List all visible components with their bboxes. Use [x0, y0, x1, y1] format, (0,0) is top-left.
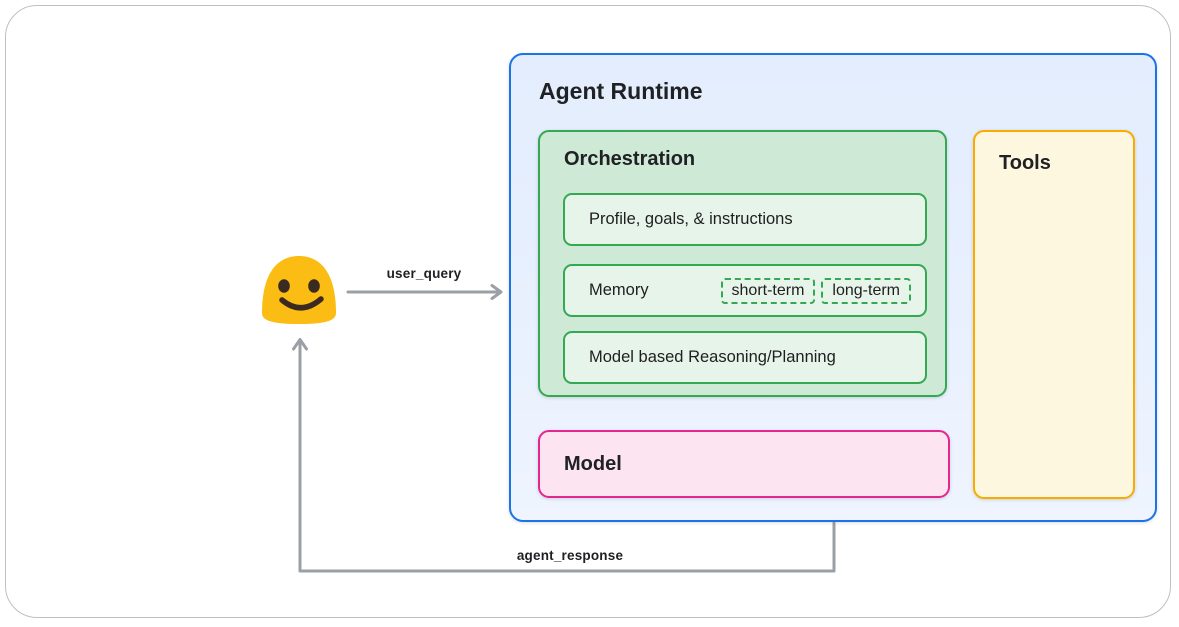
model-title: Model: [564, 452, 622, 475]
user-query-label: user_query: [386, 266, 462, 281]
reasoning-planning-box: Model based Reasoning/Planning: [563, 331, 927, 384]
orchestration-panel: Orchestration Profile, goals, & instruct…: [538, 130, 947, 397]
user-smiley-icon: [262, 256, 336, 324]
memory-label: Memory: [589, 281, 649, 299]
long-term-memory-chip: long-term: [821, 277, 911, 304]
reasoning-planning-label: Model based Reasoning/Planning: [589, 348, 836, 366]
tools-panel: Tools: [973, 130, 1135, 499]
agent-response-label: agent_response: [516, 548, 624, 563]
tools-title: Tools: [999, 152, 1051, 174]
profile-goals-instructions-box: Profile, goals, & instructions: [563, 193, 927, 246]
agent-runtime-panel: Agent Runtime Orchestration Profile, goa…: [509, 53, 1157, 522]
short-term-memory-chip: short-term: [720, 277, 816, 304]
agent-runtime-title: Agent Runtime: [539, 78, 703, 104]
memory-box: Memory short-term long-term: [563, 264, 927, 317]
orchestration-title: Orchestration: [564, 148, 696, 170]
memory-chip-row: short-term long-term: [720, 277, 911, 304]
model-panel: Model: [538, 430, 950, 498]
smiley-mouth: [279, 296, 324, 311]
smiley-body: [262, 256, 336, 324]
profile-goals-instructions-label: Profile, goals, & instructions: [589, 210, 793, 228]
smiley-left-eye: [278, 279, 290, 293]
smiley-right-eye: [308, 279, 320, 293]
